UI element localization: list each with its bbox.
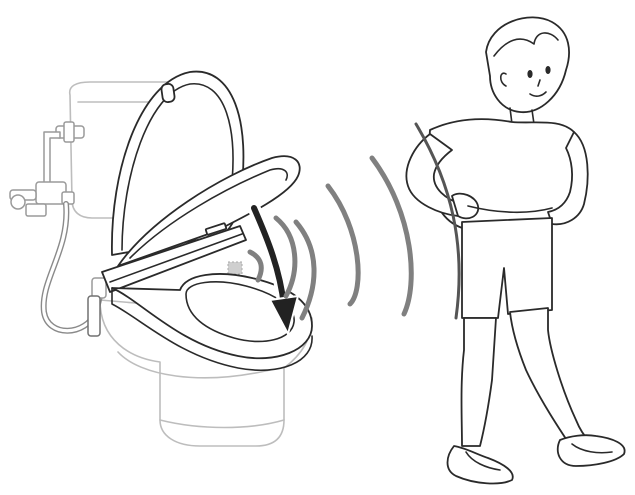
person-walking-away-icon <box>406 17 624 483</box>
sensor-wave-icon <box>372 158 411 314</box>
sensor-wave-icon <box>250 252 261 280</box>
sensor-wave-icon <box>328 186 358 304</box>
